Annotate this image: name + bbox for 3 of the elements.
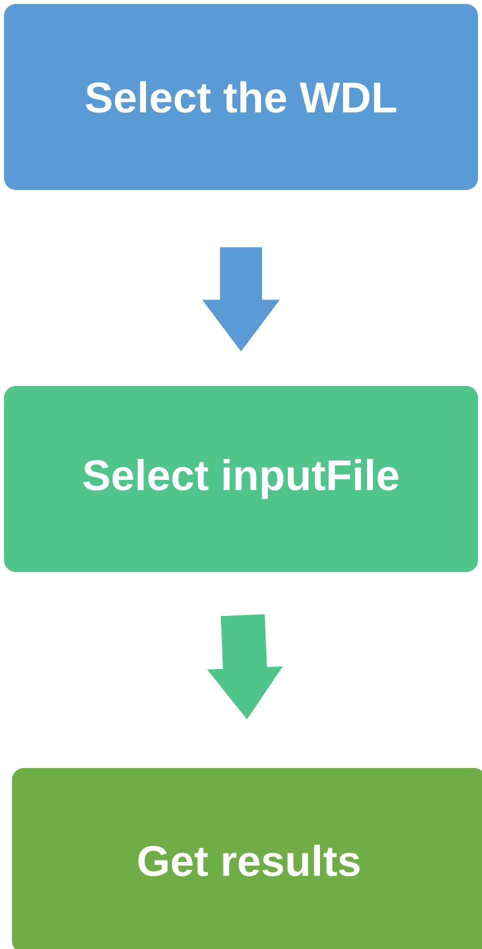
process-box: Select inputFile	[4, 386, 478, 572]
process-box: Select the WDL	[4, 4, 478, 190]
process-box: Get results	[12, 768, 482, 949]
